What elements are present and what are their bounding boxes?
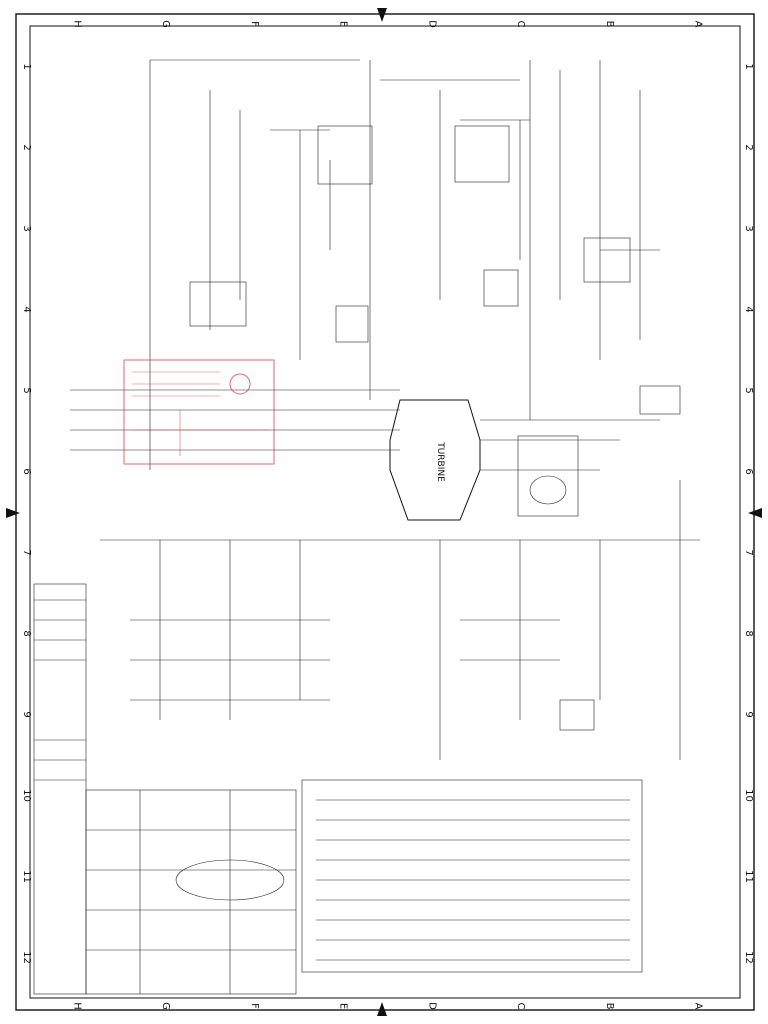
- column-zone-marker: C: [515, 21, 526, 28]
- row-zone-marker: 7: [21, 549, 32, 555]
- center-mark-bottom: [377, 1002, 387, 1016]
- notes-and-legend: [175, 779, 643, 973]
- column-zone-marker: F: [249, 1003, 260, 1009]
- center-mark-top: [377, 8, 387, 22]
- turbine-area: TURBINE: [70, 385, 681, 521]
- row-zone-marker: 12: [743, 951, 754, 964]
- center-mark-right: [748, 508, 762, 518]
- row-zone-marker: 3: [21, 225, 32, 231]
- data-table-1: [335, 305, 369, 343]
- center-mark-left: [6, 508, 20, 518]
- title-block-main: [85, 789, 297, 995]
- row-zone-marker: 12: [21, 951, 32, 964]
- upper-process-area: [149, 59, 660, 470]
- row-zone-marker: 9: [21, 711, 32, 717]
- column-zone-marker: A: [693, 1003, 704, 1010]
- column-zone-marker: F: [249, 21, 260, 27]
- lower-process-area: [100, 480, 700, 760]
- row-zone-marker: 10: [743, 789, 754, 802]
- data-table-3: [559, 699, 595, 731]
- turbine-label: TURBINE: [435, 441, 445, 482]
- center-marks: [6, 8, 762, 1016]
- row-zone-marker: 8: [743, 630, 754, 636]
- column-zone-marker: B: [604, 21, 615, 28]
- row-zone-marker: 1: [743, 63, 754, 69]
- row-zone-marker: 9: [743, 711, 754, 717]
- heat-exchanger-right: [454, 125, 510, 183]
- bearing-section: [529, 475, 567, 505]
- turbine-detail-box: [517, 435, 579, 517]
- column-zone-marker: G: [160, 20, 171, 28]
- row-zone-marker: 1: [21, 63, 32, 69]
- column-zone-marker: H: [71, 1002, 82, 1010]
- column-zone-marker: B: [604, 1003, 615, 1010]
- row-zone-marker: 7: [743, 549, 754, 555]
- column-zone-marker: A: [693, 21, 704, 28]
- row-zone-marker: 10: [21, 789, 32, 802]
- row-zone-marker: 8: [21, 630, 32, 636]
- row-zone-marker: 11: [743, 870, 754, 883]
- row-zone-marker: 11: [21, 870, 32, 883]
- column-zone-marker: E: [338, 21, 349, 27]
- data-table-2: [483, 269, 519, 307]
- heat-exchanger-left: [317, 125, 373, 185]
- row-zone-marker: 5: [743, 387, 754, 393]
- row-zone-marker: 4: [21, 306, 32, 312]
- row-zone-marker: 4: [743, 306, 754, 312]
- skid-left: [189, 281, 247, 327]
- column-zone-marker: D: [426, 1002, 437, 1010]
- valve-cluster-right: [639, 385, 681, 415]
- row-zone-marker: 5: [21, 387, 32, 393]
- column-zone-marker: C: [515, 1003, 526, 1010]
- skid-right: [583, 237, 631, 283]
- row-zone-marker: 6: [743, 468, 754, 474]
- revision-block: [33, 583, 87, 995]
- column-zone-marker: H: [71, 20, 82, 28]
- row-zone-marker: 3: [743, 225, 754, 231]
- inner-border: [29, 25, 741, 999]
- row-zone-marker: 2: [21, 144, 32, 150]
- column-zone-marker: E: [338, 1003, 349, 1009]
- column-zone-marker: G: [160, 1002, 171, 1010]
- row-zone-marker: 2: [743, 144, 754, 150]
- row-zone-marker: 6: [21, 468, 32, 474]
- title-block: [33, 583, 297, 995]
- notes-block: [301, 779, 643, 973]
- column-zone-marker: D: [426, 20, 437, 28]
- inspection-stamp: [123, 359, 275, 465]
